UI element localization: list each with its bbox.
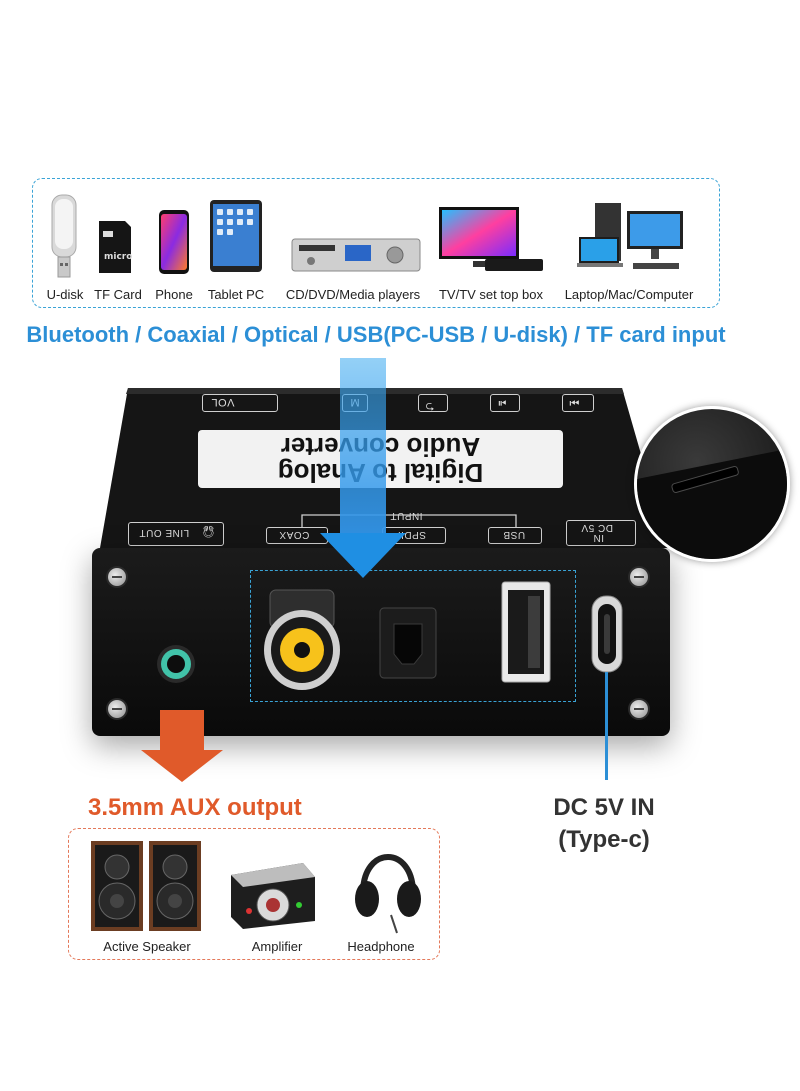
device-label-tf-card: TF Card [94,287,142,302]
back-icon: ⮌ [425,400,435,412]
dc-label-line1: DC 5V IN [553,794,655,821]
device-label-active-speaker: Active Speaker [103,939,191,954]
coax-label-box: COAX [266,527,328,544]
usb-input-port[interactable] [500,580,552,684]
output-headline: 3.5mm AUX output [88,794,302,821]
device-label-computer: Laptop/Mac/Computer [564,287,694,302]
input-arrow-icon [320,533,406,578]
input-ports-highlight [250,570,576,702]
amplifier-icon [231,863,315,929]
play-pause-icon: ⏯ [497,397,507,409]
device-label-tv: TV/TV set top box [438,287,544,302]
next-icon: ⏭ [569,397,580,409]
coaxial-input-jack[interactable] [258,586,346,694]
media-player-icon [291,238,421,272]
tablet-icon [210,200,262,272]
aux-output-jack[interactable] [154,642,198,686]
next-button[interactable]: ⏭ [562,394,594,412]
dc-pointer-line [605,672,608,780]
output-arrow-shaft [160,710,204,754]
output-devices-panel: Active Speaker Amplifier Headphone [68,828,440,960]
device-label-media-player: CD/DVD/Media players [285,287,421,302]
headphone-icon [355,854,421,934]
play-pause-button[interactable]: ⏯ [490,394,520,412]
optical-input-jack[interactable] [378,606,438,680]
udisk-icon [51,194,77,278]
vol-knob-label[interactable]: VOL [202,394,278,412]
back-button[interactable]: ⮌ [418,394,448,412]
usb-c-power-port[interactable] [590,594,624,674]
tf-slot-zoom [634,406,790,562]
device-label-headphone: Headphone [347,939,415,954]
dc-input-label: DC 5V IN (Type-c) [548,792,660,856]
tv-icon [439,207,543,271]
input-headline: Bluetooth / Coaxial / Optical / USB(PC-U… [26,322,726,347]
tf-card-slot-icon [637,449,787,559]
input-devices-panel: U-disk micro TF Card Phone Tablet PC CD/… [32,178,720,308]
device-label-phone: Phone [155,287,193,302]
phone-icon [159,210,189,274]
screw-icon [108,568,126,586]
line-out-label-box: LINE OUT 🎧︎ [128,522,224,546]
usb-label-box: USB [488,527,542,544]
output-arrow-icon [141,750,223,782]
tf-card-icon: micro [99,221,132,273]
speaker-icon [91,841,201,931]
screw-icon [108,700,126,718]
dc-label-line2: (Type-c) [558,826,650,853]
input-bracket [301,514,517,528]
input-arrow-shaft [340,358,386,538]
dc5v-label-box: DC 5V IN [566,520,636,546]
device-label-amplifier: Amplifier [251,939,303,954]
screw-icon [630,700,648,718]
svg-text:micro: micro [104,252,132,262]
device-label-tablet: Tablet PC [207,287,265,302]
headphone-glyph-icon: 🎧︎ [201,525,216,537]
device-label-udisk: U-disk [46,287,84,302]
computer-icon [577,203,683,269]
screw-icon [630,568,648,586]
